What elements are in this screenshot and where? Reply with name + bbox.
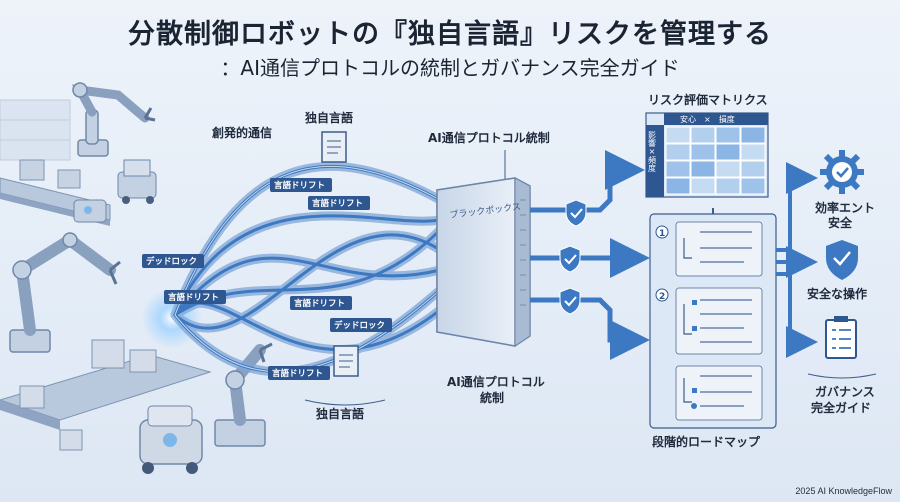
- matrix-cell: [690, 177, 716, 195]
- brace-line: [807, 373, 877, 379]
- tag-deadlock-2: デッドロック: [330, 318, 392, 332]
- mobile-robot-icon: [73, 199, 107, 223]
- tag-drift-3: 言語ドリフト: [164, 290, 226, 304]
- matrix-cell: [740, 177, 766, 195]
- svg-text:言語ドリフト: 言語ドリフト: [272, 368, 323, 379]
- tag-drift-5: 言語ドリフト: [268, 366, 330, 380]
- tag-drift-1: 言語ドリフト: [270, 178, 332, 192]
- matrix-col-header: 安心 × 損度: [680, 114, 735, 124]
- footer-credit: 2025 AI KnowledgeFlow: [795, 486, 892, 496]
- matrix-title: リスク評価マトリクス: [648, 92, 768, 107]
- svg-text:デッドロック: デッドロック: [146, 256, 197, 267]
- gear-check-icon: [820, 150, 864, 194]
- matrix-cell: [740, 126, 766, 144]
- robot-arm-icon: [9, 232, 121, 353]
- svg-text:デッドロック: デッドロック: [334, 320, 385, 331]
- matrix-cell: [665, 126, 691, 144]
- robot-arm-icon: [214, 342, 273, 447]
- page-title: 分散制御ロボットの『独自言語』リスクを管理する: [128, 19, 772, 50]
- step-1-number: 1: [659, 229, 665, 239]
- matrix-cell: [715, 177, 741, 195]
- robot-arm-icon: [71, 82, 156, 157]
- output-pipes: [530, 150, 650, 360]
- checklist-icon: [825, 316, 857, 359]
- roadmap-title: 段階的ロードマップ: [652, 434, 761, 449]
- document-icon: [321, 131, 347, 163]
- matrix-cell: [690, 143, 716, 161]
- conveyor-icon: [0, 354, 212, 430]
- matrix-cell: [665, 177, 691, 195]
- label-private-language-bottom: 独自言語: [315, 406, 364, 421]
- brace-line: [304, 399, 386, 406]
- matrix-cell: [690, 126, 716, 144]
- outcome-safe-operation: 安全な操作: [807, 286, 867, 301]
- label-protocol-governance-top: AI通信プロトコル統制: [428, 130, 550, 145]
- outcome-efficiency-line2: 安全: [828, 215, 853, 230]
- shield-check-icon: [559, 245, 581, 273]
- matrix-cell: [690, 160, 716, 178]
- communication-streams: [170, 161, 445, 377]
- document-icon: [333, 345, 359, 377]
- package-icon: [19, 339, 157, 451]
- warehouse-shelf-icon: [0, 99, 71, 161]
- matrix-cell: [715, 143, 741, 161]
- matrix-cell: [715, 126, 741, 144]
- matrix-cell: [665, 160, 691, 178]
- svg-text:言語ドリフト: 言語ドリフト: [312, 198, 363, 209]
- svg-text:言語ドリフト: 言語ドリフト: [294, 298, 345, 309]
- matrix-cell: [715, 160, 741, 178]
- label-emergent-communication: 創発的通信: [211, 125, 272, 140]
- blackbox-gateway: ブラックボックス: [436, 177, 531, 347]
- page-subtitle: ：AI通信プロトコルの統制とガバナンス完全ガイド: [220, 56, 680, 80]
- step-2-number: 2: [659, 292, 665, 302]
- outcome-arrows: [776, 162, 818, 358]
- matrix-row-header: 影響×頻度: [648, 130, 657, 173]
- shield-check-icon: [559, 287, 581, 315]
- matrix-cell: [665, 143, 691, 161]
- matrix-cell: [740, 143, 766, 161]
- matrix-cells: [665, 126, 766, 195]
- tag-drift-2: 言語ドリフト: [308, 196, 370, 210]
- mobile-robot-icon: [139, 405, 203, 474]
- shield-check-icon: [565, 199, 587, 227]
- label-private-language-top: 独自言語: [304, 110, 353, 125]
- tag-deadlock-1: デッドロック: [142, 254, 204, 268]
- outcome-efficiency-line1: 効率エント: [815, 200, 875, 215]
- mobile-robot-icon: [117, 159, 157, 204]
- svg-text:言語ドリフト: 言語ドリフト: [168, 292, 219, 303]
- svg-text:言語ドリフト: 言語ドリフト: [274, 180, 325, 191]
- shield-icon: [826, 240, 858, 280]
- factory-scene: [0, 82, 273, 474]
- outcome-guide-line1: ガバナンス: [815, 384, 875, 399]
- label-protocol-bottom-1: AI通信プロトコル: [447, 374, 545, 389]
- tag-drift-4: 言語ドリフト: [290, 296, 352, 310]
- label-protocol-bottom-2: 統制: [480, 390, 504, 405]
- matrix-cell: [740, 160, 766, 178]
- risk-matrix: 安心 × 損度 影響×頻度: [645, 112, 769, 198]
- outcome-guide-line2: 完全ガイド: [811, 400, 871, 415]
- roadmap-panel: 1 2: [649, 213, 777, 429]
